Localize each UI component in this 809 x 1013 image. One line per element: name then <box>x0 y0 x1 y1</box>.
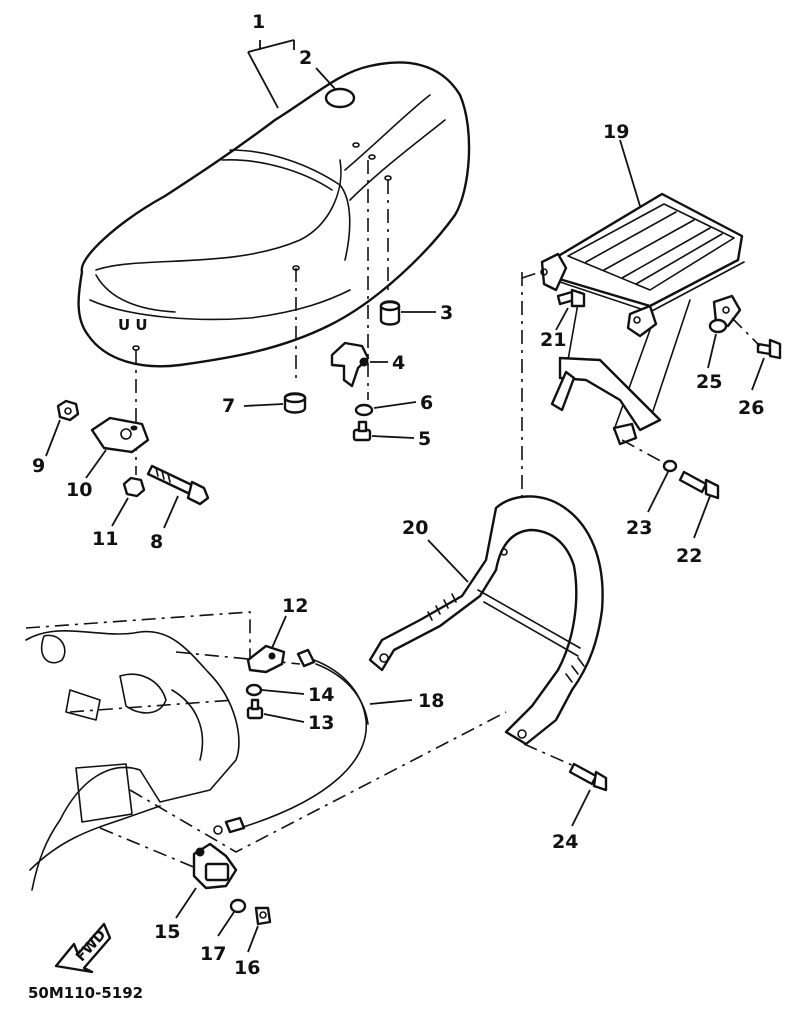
part-26-bolt[interactable] <box>756 338 782 360</box>
part-12-seat-lock[interactable] <box>246 644 286 674</box>
frame-outline <box>25 630 240 891</box>
callout-2: 2 <box>299 47 312 69</box>
callout-16: 16 <box>234 957 260 979</box>
part-7-damper[interactable] <box>283 392 307 414</box>
callout-11: 11 <box>92 528 118 550</box>
callout-13: 13 <box>308 712 334 734</box>
callout-26: 26 <box>738 397 764 419</box>
callout-17: 17 <box>200 943 226 965</box>
callout-15: 15 <box>154 921 180 943</box>
part-11-nut[interactable] <box>122 476 146 498</box>
part-10-bracket[interactable] <box>90 416 150 454</box>
part-20-grab-bar[interactable] <box>368 495 604 746</box>
seat-marking: U U <box>118 316 148 334</box>
callout-8: 8 <box>150 531 163 553</box>
part-6-washer[interactable] <box>354 403 374 417</box>
callout-21: 21 <box>540 329 566 351</box>
callout-5: 5 <box>418 428 431 450</box>
callout-19: 19 <box>603 121 629 143</box>
part-15-catch[interactable] <box>192 842 238 890</box>
part-19-carrier-rack[interactable] <box>540 192 745 446</box>
seat[interactable] <box>77 61 471 368</box>
part-18-lock-cable[interactable] <box>213 648 369 835</box>
callout-18: 18 <box>418 690 444 712</box>
part-14-washer[interactable] <box>245 683 263 697</box>
callout-9: 9 <box>32 455 45 477</box>
callout-6: 6 <box>420 392 433 414</box>
part-9-nut[interactable] <box>56 399 80 422</box>
callout-12: 12 <box>282 595 308 617</box>
part-17-collar[interactable] <box>229 898 247 914</box>
callout-22: 22 <box>676 545 702 567</box>
callout-10: 10 <box>66 479 92 501</box>
part-8-bolt[interactable] <box>146 464 210 506</box>
diagram-code: 50M110-5192 <box>28 984 143 1002</box>
callout-3: 3 <box>440 302 453 324</box>
part-16-bolt[interactable] <box>254 906 272 926</box>
callout-24: 24 <box>552 831 578 853</box>
part-13-bolt[interactable] <box>246 698 264 720</box>
callout-23: 23 <box>626 517 652 539</box>
part-5-bolt[interactable] <box>352 420 372 442</box>
callout-14: 14 <box>308 684 334 706</box>
part-23-washer[interactable] <box>662 459 678 473</box>
part-21-bolt[interactable] <box>556 288 586 308</box>
callout-25: 25 <box>696 371 722 393</box>
part-3-damper[interactable] <box>379 300 401 326</box>
part-4-bracket[interactable] <box>330 341 370 388</box>
part-22-bolt[interactable] <box>678 470 720 500</box>
callout-1: 1 <box>252 11 265 33</box>
callout-7: 7 <box>222 395 235 417</box>
callout-20: 20 <box>402 517 428 539</box>
fwd-arrow-icon: FWD <box>54 922 112 974</box>
part-24-bolt[interactable] <box>568 762 608 792</box>
part-25-collar[interactable] <box>708 318 728 334</box>
callout-4: 4 <box>392 352 405 374</box>
